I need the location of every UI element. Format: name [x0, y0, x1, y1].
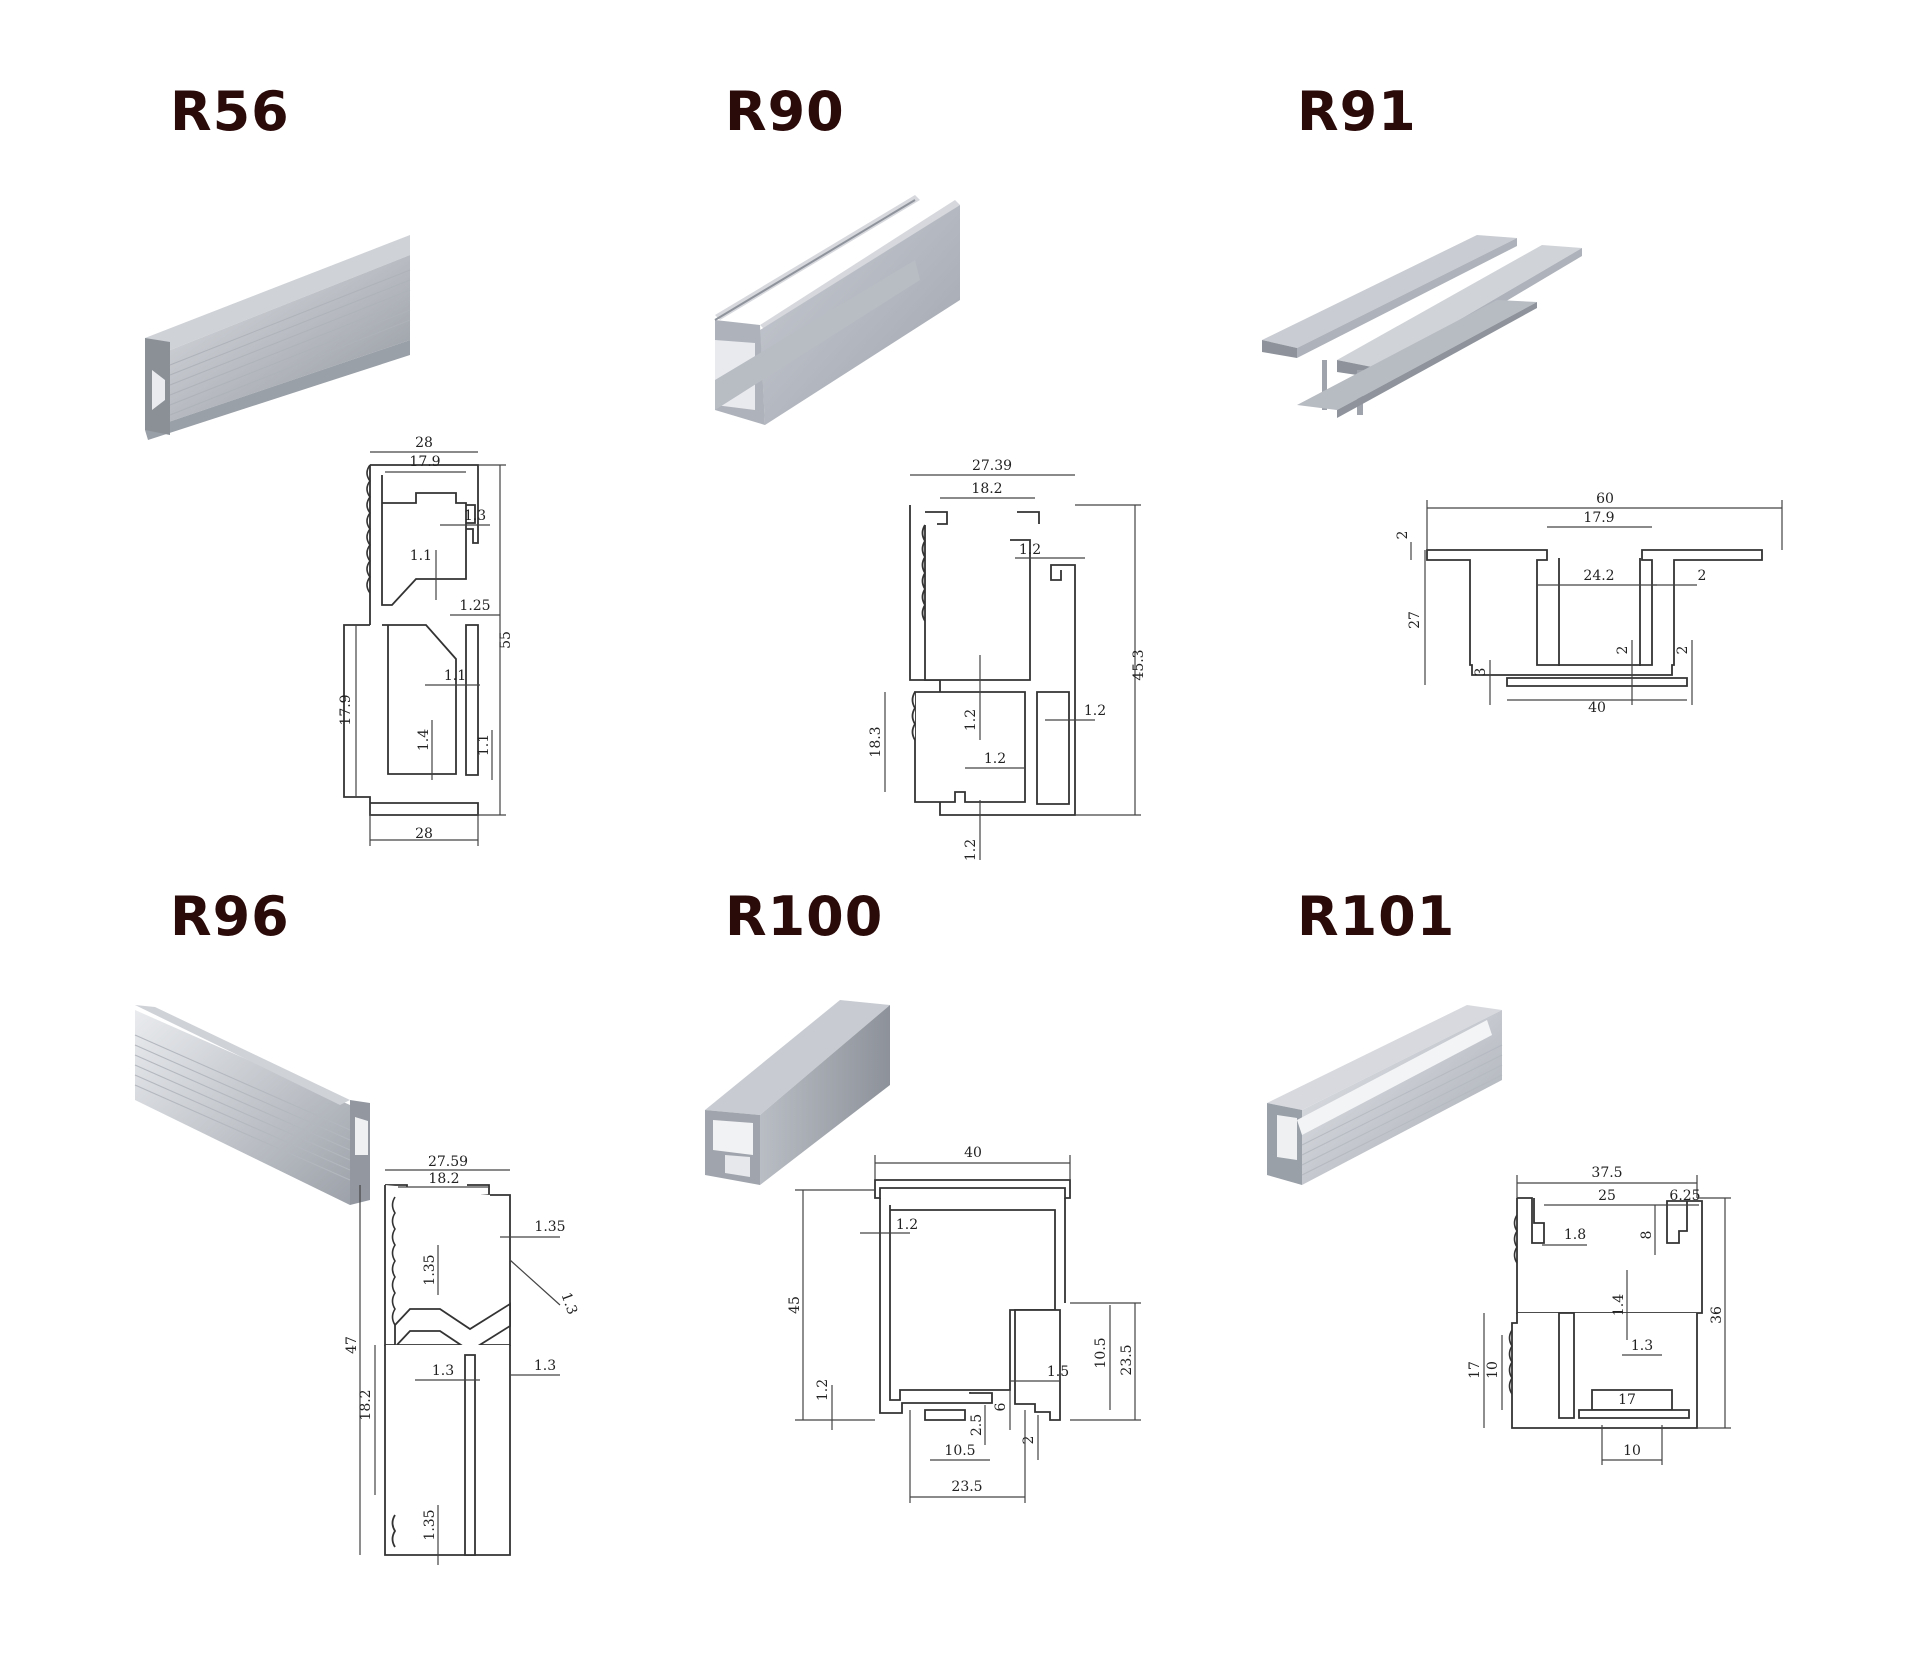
- r101-drawing: 37.5 25 6.25 8 1.8 36 1.4 17 10 1.3 17 1…: [1267, 1005, 1731, 1465]
- dim-height: 55: [498, 631, 514, 649]
- dim-top-opening: 18.2: [428, 1171, 459, 1187]
- dim-side-inner: 10: [1485, 1361, 1501, 1379]
- dim-top-opening: 18.2: [971, 481, 1002, 497]
- dim-flange: 2: [1395, 531, 1411, 540]
- panel-r56: R56: [145, 80, 790, 860]
- dim-rib-b: 1.2: [1084, 703, 1106, 719]
- panel-r96: R96 27.5: [134, 885, 790, 1665]
- r90-dimensions: 27.39 18.2 1.2 45.3 1.2 1.2 18.3 1.2 1.2: [868, 458, 1147, 861]
- r96-dimensions: 27.59 18.2 1.35 1.35 1.3 47 18.2 1.3 1.3…: [344, 1154, 580, 1565]
- r96-rail-render: [134, 1005, 370, 1205]
- dim-rib: 1.3: [1631, 1338, 1653, 1354]
- panel-r101: R101: [1267, 885, 1917, 1665]
- dim-rib-diag: 1.3: [557, 1290, 580, 1316]
- dim-wall: 1.8: [1564, 1227, 1586, 1243]
- dim-slot-b: 6: [993, 1402, 1009, 1411]
- r100-dimensions: 40 1.2 45 1.2 1.5 10.5 23.5 2.5 6 2 10.5: [787, 1145, 1141, 1503]
- r56-drawing: 28 17.9 1.3 1.1 1.25 55 17.9 1.1 1.4 1.1…: [145, 235, 514, 846]
- panel-r91: R91 60 17.9 2 24.2: [1262, 80, 1917, 860]
- dim-wall-top: 1.2: [1019, 542, 1041, 558]
- dim-step: 10.5: [1093, 1337, 1109, 1368]
- r101-rail-render: [1267, 1005, 1503, 1185]
- dim-channel: 17: [1618, 1392, 1636, 1408]
- dim-side-opening: 18.3: [868, 726, 884, 757]
- dim-lip: 2: [1021, 1436, 1037, 1445]
- profile-title: R91: [1297, 80, 1417, 143]
- r100-rail-render: [705, 1000, 890, 1185]
- dim-overall-width: 60: [1596, 491, 1614, 507]
- r91-dimensions: 60 17.9 2 24.2 2 27 3 2 2 40: [1395, 491, 1783, 716]
- dim-top-opening: 25: [1598, 1188, 1616, 1204]
- r100-profile-drawing: [874, 1179, 1071, 1421]
- dim-top-opening: 17.9: [1583, 510, 1614, 526]
- dim-rib-c: 1.3: [534, 1358, 556, 1374]
- r100-drawing: 40 1.2 45 1.2 1.5 10.5 23.5 2.5 6 2 10.5: [705, 1000, 1141, 1503]
- dim-rib-b: 1.3: [432, 1363, 454, 1379]
- profile-title: R100: [725, 885, 884, 948]
- dim-slot-width: 10.5: [944, 1443, 975, 1459]
- r56-profile-drawing: [343, 464, 479, 816]
- dim-overall-width: 37.5: [1591, 1165, 1622, 1181]
- dim-top-opening: 17.9: [409, 454, 440, 470]
- dim-rib-b: 1.25: [459, 598, 490, 614]
- r90-rail-render: [714, 195, 960, 425]
- r56-dimensions: 28 17.9 1.3 1.1 1.25 55 17.9 1.1 1.4 1.1…: [338, 435, 514, 846]
- dim-height: 27: [1407, 611, 1423, 629]
- dim-height: 45.3: [1131, 649, 1147, 680]
- dim-lip-height: 8: [1639, 1231, 1655, 1240]
- profile-title: R101: [1297, 885, 1456, 948]
- dim-side-opening: 18.2: [358, 1389, 374, 1420]
- dim-bottom-width: 28: [415, 826, 433, 842]
- dim-rib-c: 1.1: [444, 668, 466, 684]
- r96-drawing: 27.59 18.2 1.35 1.35 1.3 47 18.2 1.3 1.3…: [134, 1005, 580, 1565]
- profile-title: R90: [725, 80, 845, 143]
- dim-top-width: 28: [415, 435, 433, 451]
- dim-top-width: 27.59: [428, 1154, 468, 1170]
- dim-side-a: 1.2: [815, 1379, 831, 1401]
- dim-bottom-width: 40: [1588, 700, 1606, 716]
- dim-height: 45: [787, 1296, 803, 1314]
- dim-inner-width: 24.2: [1583, 568, 1614, 584]
- dim-rib-d: 1.4: [416, 729, 432, 751]
- dim-wall-top: 1.3: [464, 508, 486, 524]
- panel-r100: R100 40 1.2 45: [705, 885, 1345, 1665]
- r101-dimensions: 37.5 25 6.25 8 1.8 36 1.4 17 10 1.3 17 1…: [1467, 1165, 1731, 1465]
- dim-height: 36: [1709, 1306, 1725, 1324]
- r91-profile-drawing: [1426, 549, 1763, 687]
- dim-rib-e: 1.1: [476, 734, 492, 756]
- dim-foot-c: 2: [1675, 646, 1691, 655]
- r96-profile-drawing: [384, 1184, 511, 1556]
- r101-profile-drawing: [1508, 1197, 1703, 1429]
- profile-title: R96: [170, 885, 290, 948]
- dim-rib-a: 1.35: [422, 1254, 438, 1285]
- dim-flange: 1.5: [1047, 1364, 1069, 1380]
- dim-web: 1.4: [1611, 1294, 1627, 1316]
- dim-rib-a: 1.2: [963, 709, 979, 731]
- dim-top-width: 27.39: [972, 458, 1012, 474]
- dim-foot-a: 3: [1473, 668, 1489, 677]
- dim-side-opening: 17.9: [338, 694, 354, 725]
- dim-bottom: 1.2: [963, 839, 979, 861]
- r56-rail-render: [145, 235, 411, 440]
- dim-lip-width: 6.25: [1669, 1188, 1700, 1204]
- dim-top-width: 40: [964, 1145, 982, 1161]
- r90-drawing: 27.39 18.2 1.2 45.3 1.2 1.2 18.3 1.2 1.2: [714, 195, 1147, 861]
- r91-drawing: 60 17.9 2 24.2 2 27 3 2 2 40: [1262, 235, 1783, 716]
- dim-wall-top: 1.35: [534, 1219, 565, 1235]
- dim-web: 2: [1698, 568, 1707, 584]
- dim-right-height: 23.5: [1119, 1344, 1135, 1375]
- profile-title: R56: [170, 80, 290, 143]
- dim-rib-d: 1.35: [422, 1509, 438, 1540]
- panel-r90: R90 27.39 18.2: [714, 80, 1345, 861]
- dim-bottom-width: 23.5: [951, 1479, 982, 1495]
- dim-side-height: 17: [1467, 1361, 1483, 1379]
- r91-rail-render: [1262, 235, 1582, 418]
- dim-bottom-width: 10: [1623, 1443, 1641, 1459]
- dim-rib-c: 1.2: [984, 751, 1006, 767]
- dim-wall: 1.2: [896, 1217, 918, 1233]
- dim-rib-a: 1.1: [410, 548, 432, 564]
- dim-height: 47: [344, 1336, 360, 1354]
- dim-foot-b: 2: [1615, 646, 1631, 655]
- dim-slot-a: 2.5: [969, 1414, 985, 1436]
